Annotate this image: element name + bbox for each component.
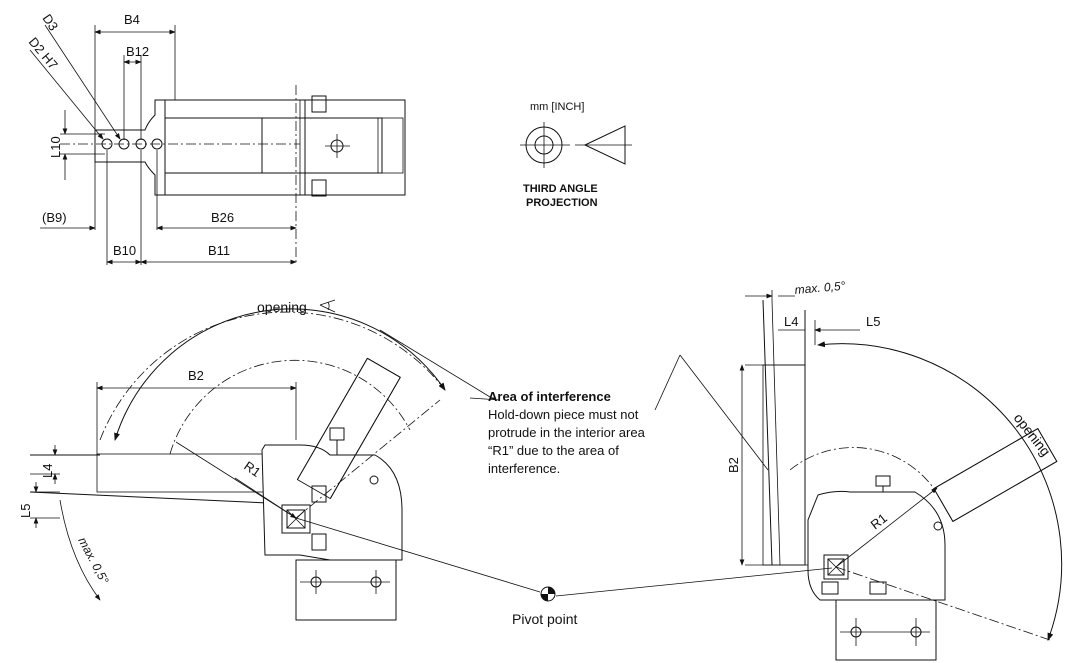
pivot-point-symbol xyxy=(540,586,556,602)
dim-b10: B10 xyxy=(113,243,136,258)
dim-b12: B12 xyxy=(126,44,149,59)
leaders xyxy=(295,329,833,597)
dim-b11: B11 xyxy=(208,243,230,258)
right-l4: L4 xyxy=(784,314,798,329)
dim-d3: D3 xyxy=(40,11,62,33)
right-l5: L5 xyxy=(866,314,880,329)
left-opening-label: opening xyxy=(257,299,307,315)
interference-title: Area of interference xyxy=(488,389,611,404)
left-max-angle: max. 0,5° xyxy=(75,535,111,587)
dim-b4: B4 xyxy=(124,12,140,27)
interference-body: Hold-down piece must not protrude in the… xyxy=(488,407,645,476)
left-b2: B2 xyxy=(188,368,204,383)
left-l5: L5 xyxy=(18,504,33,518)
projection-line-1: THIRD ANGLE xyxy=(523,183,598,195)
left-l4: L4 xyxy=(40,464,55,478)
right-max-angle: max. 0,5° xyxy=(794,279,846,297)
units-label: mm [INCH] xyxy=(530,101,584,113)
projection-line-2: PROJECTION xyxy=(526,197,598,209)
right-opening-label: opening xyxy=(1011,410,1054,459)
projection-symbol: mm [INCH] THIRD ANGLE PROJECTION xyxy=(520,101,632,209)
left-view: opening B2 R1 L4 L5 max. 0,5° xyxy=(18,299,446,621)
top-view: D3 D2 H7 B4 B12 L10 (B9) B26 B10 B11 xyxy=(26,11,406,265)
right-view: max. 0,5° L4 L5 B2 R1 opening xyxy=(726,279,1063,661)
dim-l10: L10 xyxy=(48,136,63,158)
interference-note: Area of interference Hold-down piece mus… xyxy=(488,388,668,478)
dim-b9: (B9) xyxy=(42,210,67,225)
right-b2: B2 xyxy=(726,457,741,473)
dim-b26: B26 xyxy=(211,210,234,225)
left-r1: R1 xyxy=(241,458,263,480)
pivot-point-label: Pivot point xyxy=(512,611,577,627)
